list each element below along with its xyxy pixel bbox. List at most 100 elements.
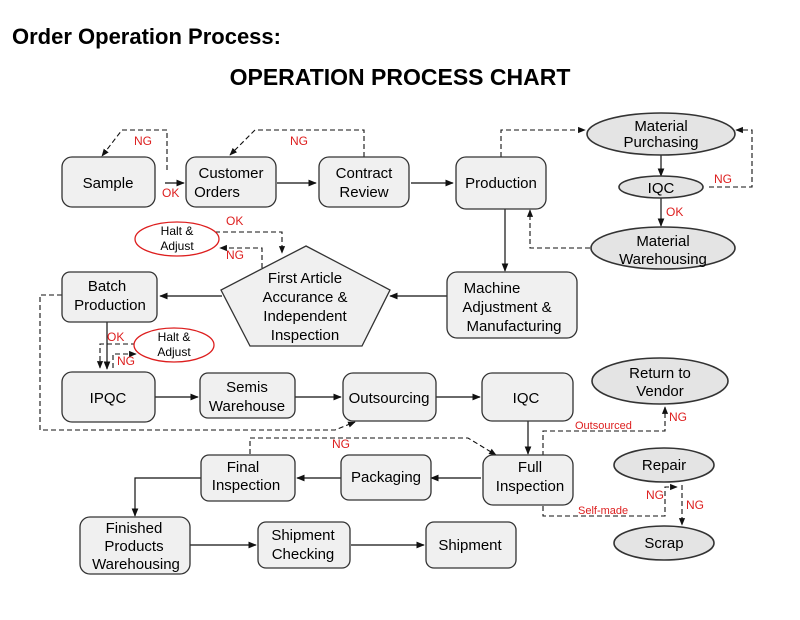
svg-text:Customer: Customer xyxy=(198,165,263,182)
node-full-inspection: Full Inspection xyxy=(482,454,574,506)
svg-text:Adjustment &: Adjustment & xyxy=(462,299,551,316)
node-scrap: Scrap xyxy=(613,525,715,561)
svg-text:Final: Final xyxy=(227,459,260,476)
connectors xyxy=(39,126,753,549)
svg-text:Return to: Return to xyxy=(629,365,691,382)
label-ng-ipqc: NG xyxy=(117,354,135,368)
node-customer-orders: Customer Orders xyxy=(185,156,277,208)
svg-text:Review: Review xyxy=(339,184,388,201)
edge-iqc-ng-loop xyxy=(709,126,753,188)
label-ng-repair: NG xyxy=(646,488,664,502)
node-semis-warehouse: Semis Warehouse xyxy=(199,372,296,419)
svg-text:Accurance &: Accurance & xyxy=(262,289,347,306)
svg-text:Contract: Contract xyxy=(336,165,394,182)
page-title: Order Operation Process: xyxy=(12,24,281,49)
edge-full-inspection-to-repair xyxy=(542,483,678,517)
label-ng-customer-loop: NG xyxy=(290,134,308,148)
node-shipment: Shipment xyxy=(425,521,517,569)
svg-text:IPQC: IPQC xyxy=(90,390,127,407)
svg-text:Material: Material xyxy=(636,233,689,250)
svg-text:Scrap: Scrap xyxy=(644,535,683,552)
edge-ng-loop-sample xyxy=(101,129,168,170)
svg-text:Manufacturing: Manufacturing xyxy=(466,318,561,335)
edge-first-article-to-halt-adjust xyxy=(219,244,263,268)
edge-batch-production-to-outsourcing xyxy=(39,294,356,431)
svg-text:IQC: IQC xyxy=(513,390,540,407)
node-finished-products: Finished Products Warehousing xyxy=(79,516,191,575)
label-ng-sample-loop: NG xyxy=(134,134,152,148)
node-return-to-vendor: Return to Vendor xyxy=(591,357,729,405)
label-ok-sample: OK xyxy=(162,186,179,200)
svg-text:Machine: Machine xyxy=(464,280,521,297)
svg-text:First Article: First Article xyxy=(268,270,342,287)
edge-ipqc-ng-loop xyxy=(112,350,137,368)
svg-text:Vendor: Vendor xyxy=(636,383,684,400)
svg-text:Orders: Orders xyxy=(194,184,240,201)
edge-ng-loop-customer-orders xyxy=(229,129,365,157)
svg-text:Inspection: Inspection xyxy=(212,477,280,494)
edge-full-inspection-to-return-to-vendor xyxy=(542,406,669,456)
node-halt-adjust-1: Halt & Adjust xyxy=(134,221,220,257)
svg-text:Warehouse: Warehouse xyxy=(209,398,285,415)
svg-text:Halt &: Halt & xyxy=(161,224,194,238)
label-self-made: Self-made xyxy=(578,505,628,517)
edge-final-inspection-to-finished-products xyxy=(131,477,201,517)
edge-labels: NG OK NG NG OK OK NG OK NG NG Outsourced… xyxy=(107,134,732,517)
node-material-purchasing: Material Purchasing xyxy=(586,112,736,156)
node-outsourcing: Outsourcing xyxy=(342,372,437,422)
svg-text:Repair: Repair xyxy=(642,457,686,474)
label-ok-halt-adjust-1: OK xyxy=(226,214,243,228)
edge-production-to-material-purchasing xyxy=(500,126,586,157)
node-final-inspection: Final Inspection xyxy=(200,454,296,502)
node-batch-production: Batch Production xyxy=(61,271,158,323)
svg-text:Adjust: Adjust xyxy=(160,239,194,253)
edge-material-warehousing-to-production xyxy=(526,209,590,249)
node-iqc-mid: IQC xyxy=(481,372,574,422)
node-packaging: Packaging xyxy=(340,454,432,501)
node-ipqc: IPQC xyxy=(61,371,156,423)
svg-text:IQC: IQC xyxy=(648,180,675,197)
label-ok-ipqc: OK xyxy=(107,330,124,344)
label-ok-iqc-top: OK xyxy=(666,205,683,219)
svg-text:Sample: Sample xyxy=(83,175,134,192)
svg-text:Material: Material xyxy=(634,118,687,135)
node-halt-adjust-2: Halt & Adjust xyxy=(133,327,215,363)
node-production: Production xyxy=(455,156,547,210)
svg-text:Purchasing: Purchasing xyxy=(623,134,698,151)
svg-text:Independent: Independent xyxy=(263,308,347,325)
node-material-warehousing: Material Warehousing xyxy=(590,226,736,270)
svg-text:Outsourcing: Outsourcing xyxy=(349,390,430,407)
svg-text:Production: Production xyxy=(74,297,146,314)
svg-text:Inspection: Inspection xyxy=(496,478,564,495)
svg-text:Semis: Semis xyxy=(226,379,268,396)
edge-ipqc-ok-loop xyxy=(96,343,136,369)
svg-text:Inspection: Inspection xyxy=(271,327,339,344)
svg-text:Warehousing: Warehousing xyxy=(92,556,180,573)
svg-text:Production: Production xyxy=(465,175,537,192)
edge-final-inspection-ng-loop xyxy=(249,437,497,456)
svg-text:Packaging: Packaging xyxy=(351,469,421,486)
label-ng-iqc-top: NG xyxy=(714,172,732,186)
label-ng-return-vendor: NG xyxy=(669,410,687,424)
chart-title: OPERATION PROCESS CHART xyxy=(229,64,571,90)
node-sample: Sample xyxy=(61,156,156,208)
svg-text:Full: Full xyxy=(518,459,542,476)
svg-text:Batch: Batch xyxy=(88,278,126,295)
label-outsourced: Outsourced xyxy=(575,420,632,432)
node-contract-review: Contract Review xyxy=(318,156,410,208)
svg-text:Adjust: Adjust xyxy=(157,345,191,359)
svg-text:Shipment: Shipment xyxy=(438,537,502,554)
node-first-article: First Article Accurance & Independent In… xyxy=(220,245,391,347)
svg-text:Shipment: Shipment xyxy=(271,527,335,544)
svg-text:Warehousing: Warehousing xyxy=(619,251,707,268)
svg-text:Finished: Finished xyxy=(106,520,163,537)
label-ng-final-loop: NG xyxy=(332,437,350,451)
node-iqc-top: IQC xyxy=(618,175,704,199)
node-repair: Repair xyxy=(613,447,715,483)
label-ng-scrap: NG xyxy=(686,498,704,512)
node-machine-adjustment: Machine Adjustment & Manufacturing xyxy=(446,271,578,339)
svg-text:Products: Products xyxy=(104,538,163,555)
label-ng-halt-adjust-1: NG xyxy=(226,248,244,262)
svg-text:Checking: Checking xyxy=(272,546,335,563)
